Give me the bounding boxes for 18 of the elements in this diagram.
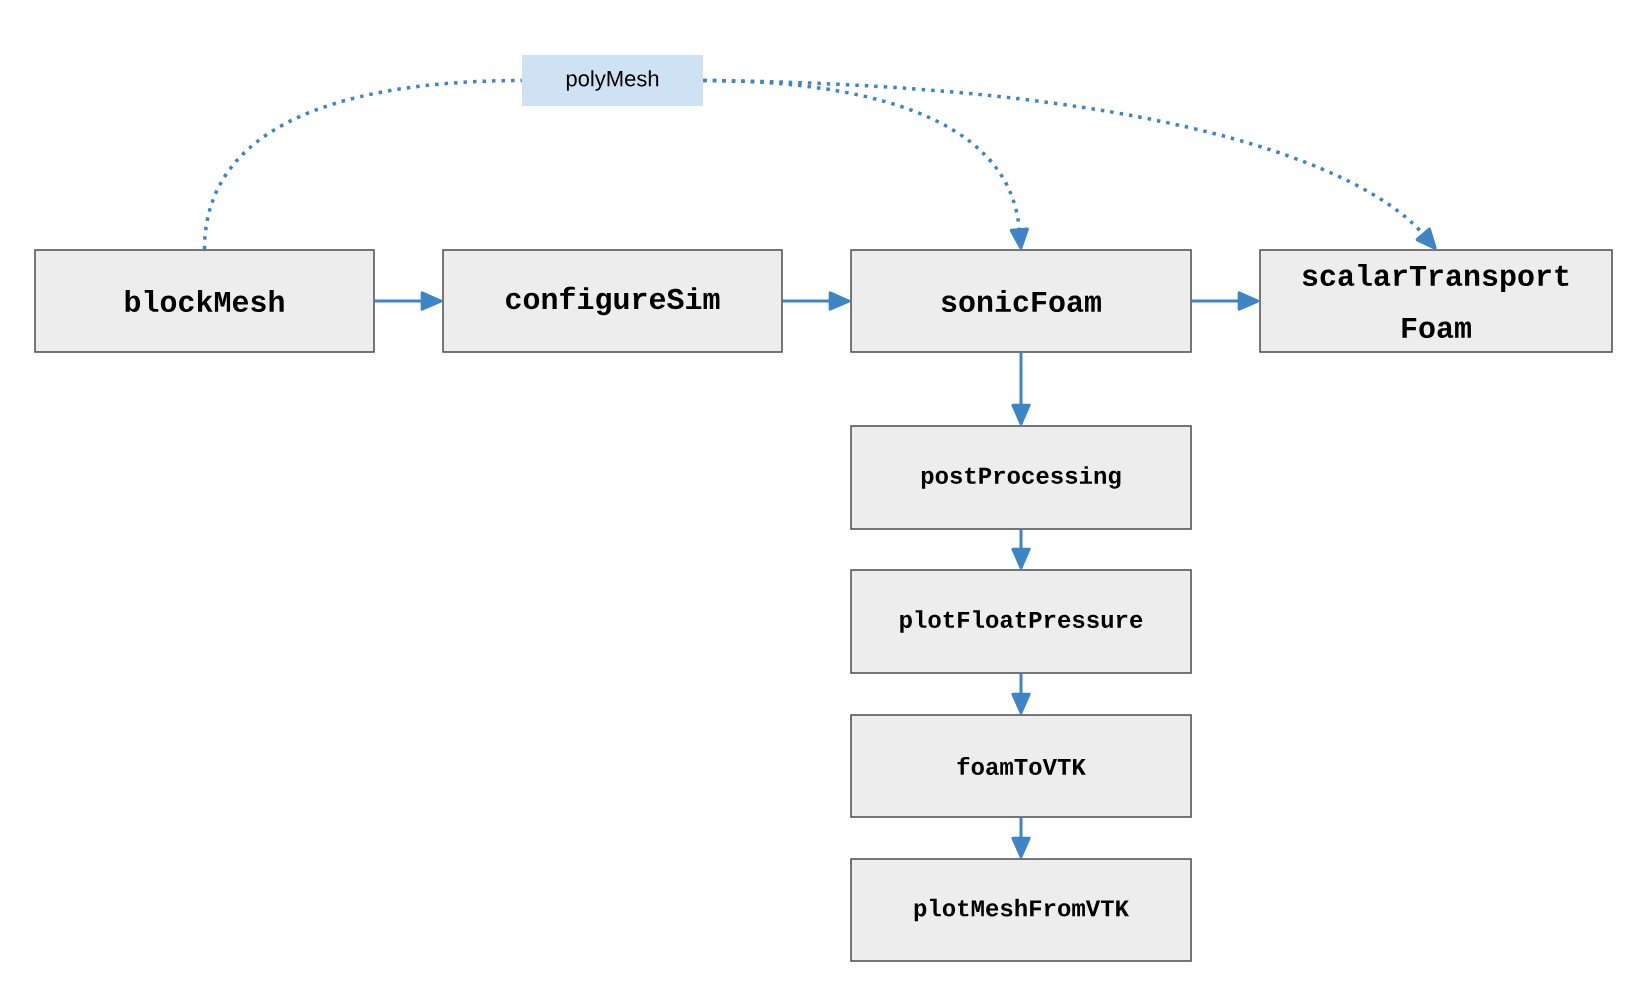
arrow <box>374 291 443 311</box>
arrow <box>782 291 851 311</box>
arrow <box>1011 817 1031 859</box>
dotted-line <box>202 78 522 250</box>
arrow <box>1011 673 1031 715</box>
arrow <box>1191 291 1260 311</box>
process-box: postProcessing <box>850 425 1192 530</box>
process-box: sonicFoam <box>850 249 1192 353</box>
arrow <box>1011 529 1031 570</box>
label-tag: polyMesh <box>522 55 703 106</box>
process-box: scalarTransport Foam <box>1259 249 1613 353</box>
process-box: blockMesh <box>34 249 375 353</box>
process-box: foamToVTK <box>850 714 1192 818</box>
dotted-arrow <box>703 78 1437 250</box>
process-box: configureSim <box>442 249 783 353</box>
process-box: plotMeshFromVTK <box>850 858 1192 962</box>
process-box: plotFloatPressure <box>850 569 1192 674</box>
arrow <box>1011 352 1031 426</box>
